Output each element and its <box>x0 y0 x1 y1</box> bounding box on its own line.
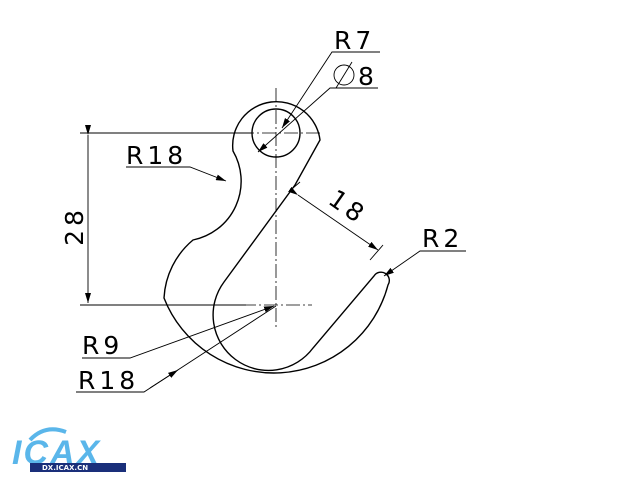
leader-line-dia8 <box>257 87 378 153</box>
leader-r18-bottom: R18 <box>76 305 277 395</box>
leader-line-r18-bottom <box>76 305 277 393</box>
dim-height-28: 28 <box>60 125 91 303</box>
center-lines <box>220 88 322 330</box>
ext-line-18-b <box>369 244 384 261</box>
dim-line-18 <box>288 186 379 251</box>
leader-line-r9 <box>82 305 275 359</box>
leader-arrow-r18-bottom <box>149 369 179 389</box>
logo-swoosh <box>28 427 67 442</box>
diameter-symbol-slash <box>335 61 353 89</box>
label-dia8: 8 <box>358 62 378 91</box>
leader-line-r18-top <box>126 166 227 182</box>
leader-r18-top: R18 <box>126 141 227 182</box>
hook-outline <box>163 101 391 374</box>
diameter-symbol <box>333 64 355 86</box>
leader-r9: R9 <box>82 305 275 360</box>
label-r18-top: R18 <box>126 141 187 170</box>
leader-dia8: 8 <box>257 61 378 153</box>
label-r7: R7 <box>334 26 375 55</box>
dim-width-18: 18 <box>288 184 379 251</box>
dim-label-18: 18 <box>323 184 372 231</box>
leader-r2: R2 <box>383 224 466 277</box>
label-r9: R9 <box>82 331 123 360</box>
outer-contour <box>163 101 391 374</box>
dim-label-28: 28 <box>60 206 89 246</box>
logo-subtext-bar <box>30 463 126 472</box>
leader-line-r7 <box>281 51 380 129</box>
logo-subtext: DX.ICAX.CN <box>42 464 88 472</box>
leader-r7: R7 <box>281 26 380 129</box>
leader-line-r2 <box>383 250 466 277</box>
label-r18-bottom: R18 <box>78 366 139 395</box>
label-r2: R2 <box>422 224 463 253</box>
icax-logo: ICAX DX.ICAX.CN <box>12 427 126 472</box>
